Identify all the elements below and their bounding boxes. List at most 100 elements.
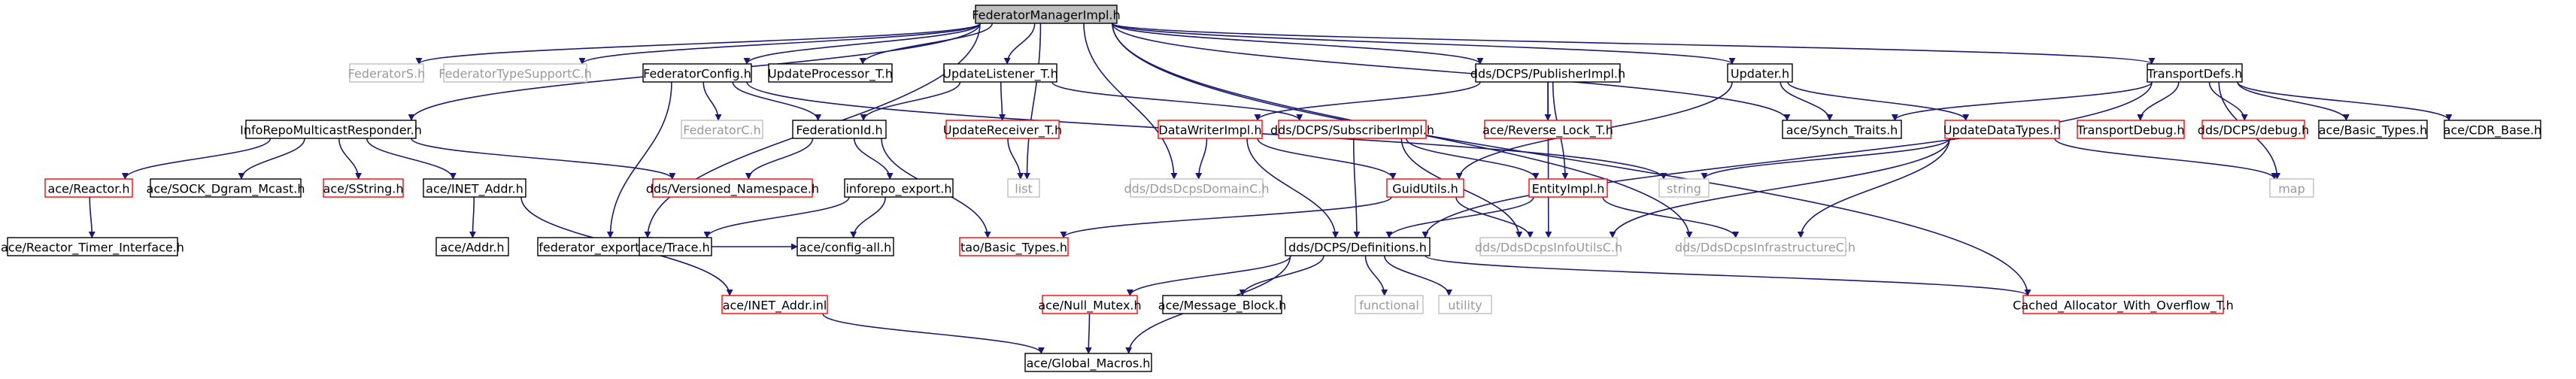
node-msgBlock[interactable]: ace/Message_Block.h — [1158, 295, 1286, 314]
node-box-updDataTypes — [1944, 120, 2060, 139]
node-label-pubImpl: dds/DCPS/PublisherImpl.h — [1470, 67, 1625, 81]
node-trace[interactable]: ace/Trace.h — [639, 237, 712, 256]
node-label-string: string — [1667, 182, 1701, 196]
node-box-fedExport — [537, 237, 653, 256]
node-globalMacros[interactable]: ace/Global_Macros.h — [1024, 353, 1152, 372]
node-box-updListener — [943, 63, 1057, 83]
node-label-updProc: UpdateProcessor_T.h — [768, 67, 893, 82]
node-inforepoMR[interactable]: InfoRepoMulticastResponder.h — [240, 120, 422, 139]
node-transportDebug[interactable]: TransportDebug.h — [2077, 120, 2185, 139]
node-guidUtils[interactable]: GuidUtils.h — [1386, 178, 1464, 198]
node-label-dcpsDebug: dds/DCPS/debug.h — [2198, 123, 2309, 138]
node-box-updReceiver — [945, 120, 1060, 139]
node-fedConfig[interactable]: FederatorConfig.h — [642, 63, 752, 83]
edge-dataWriterImpl-to-definitions — [1246, 138, 1340, 238]
node-label-fedC: FederatorC.h — [683, 123, 761, 138]
node-addr[interactable]: ace/Addr.h — [435, 237, 509, 256]
node-inetAddrInl[interactable]: ace/INET_Addr.inl — [721, 295, 828, 314]
node-pubImpl[interactable]: dds/DCPS/PublisherImpl.h — [1470, 63, 1625, 83]
edge-reactor-to-reactorTimer — [88, 196, 96, 238]
node-label-cachedAlloc: Cached_Allocator_With_Overflow_T.h — [2013, 299, 2234, 314]
node-inetAddrH[interactable]: ace/INET_Addr.h — [423, 178, 526, 198]
node-reactorTimer[interactable]: ace/Reactor_Timer_Interface.h — [1, 237, 184, 256]
edge-updDataTypes-to-string — [1701, 138, 1950, 180]
node-entityImpl[interactable]: EntityImpl.h — [1528, 178, 1608, 198]
edge-definitions-to-nullMutex — [1126, 255, 1291, 296]
node-basicTypes[interactable]: ace/Basic_Types.h — [2318, 120, 2428, 139]
node-box-nullMutex — [1042, 295, 1138, 314]
node-label-msgBlock: ace/Message_Block.h — [1158, 299, 1286, 314]
node-label-subImpl: dds/DCPS/SubscriberImpl.h — [1270, 123, 1434, 138]
node-dataWriterImpl[interactable]: DataWriterImpl.h — [1158, 120, 1263, 139]
node-label-functional: functional — [1359, 299, 1419, 313]
node-box-domainC — [1130, 178, 1264, 198]
node-label-dataWriterImpl: DataWriterImpl.h — [1158, 123, 1261, 138]
node-box-reactor — [44, 178, 133, 198]
node-updProc[interactable]: UpdateProcessor_T.h — [768, 63, 893, 83]
node-sstring[interactable]: ace/SString.h — [323, 178, 404, 198]
edge-updListener-to-subImpl — [1051, 81, 1303, 121]
node-box-infraC — [1684, 237, 1846, 256]
node-cdrBase[interactable]: ace/CDR_Base.h — [2444, 120, 2542, 139]
node-reverseLock[interactable]: ace/Reverse_Lock_T.h — [1482, 120, 1613, 139]
node-fedId[interactable]: FederationId.h — [792, 120, 887, 139]
node-updListener[interactable]: UpdateListener_T.h — [942, 63, 1058, 83]
node-label-inforepoMR: InfoRepoMulticastResponder.h — [240, 123, 422, 138]
node-label-reverseLock: ace/Reverse_Lock_T.h — [1482, 123, 1613, 138]
edge-definitions-to-msgBlock — [1239, 255, 1324, 296]
node-cachedAlloc[interactable]: Cached_Allocator_With_Overflow_T.h — [2013, 295, 2234, 314]
node-definitions[interactable]: dds/DCPS/Definitions.h — [1285, 237, 1431, 256]
node-label-updReceiver: UpdateReceiver_T.h — [943, 123, 1062, 138]
edge-updReceiver-to-list — [1007, 138, 1024, 180]
node-sockDgram[interactable]: ace/SOCK_Dgram_Mcast.h — [147, 178, 305, 198]
node-box-map — [2269, 178, 2314, 198]
node-box-root — [975, 5, 1118, 24]
node-reactor[interactable]: ace/Reactor.h — [44, 178, 133, 198]
node-updReceiver[interactable]: UpdateReceiver_T.h — [943, 120, 1062, 139]
node-dcpsDebug[interactable]: dds/DCPS/debug.h — [2198, 120, 2309, 139]
node-box-transportDefs — [2147, 63, 2243, 83]
node-updDataTypes[interactable]: UpdateDataTypes.h — [1943, 120, 2061, 139]
node-versionedNs[interactable]: dds/Versioned_Namespace.h — [646, 178, 819, 198]
node-box-taoBasicTypes — [959, 237, 1069, 256]
node-inforepoExport[interactable]: inforepo_export.h — [844, 178, 954, 198]
edge-root-to-pubImpl — [1112, 23, 1484, 65]
edge-updDataTypes-to-infoUtilsC — [1609, 138, 1950, 238]
node-subImpl[interactable]: dds/DCPS/SubscriberImpl.h — [1270, 120, 1434, 139]
node-label-transportDefs: TransportDefs.h — [2147, 67, 2242, 81]
node-label-updListener: UpdateListener_T.h — [942, 67, 1057, 82]
node-label-root: FederatorManagerImpl.h — [972, 8, 1120, 23]
edge-fedConfig-to-fedExport — [606, 81, 672, 238]
node-fedS: FederatorS.h — [348, 63, 425, 83]
node-nullMutex[interactable]: ace/Null_Mutex.h — [1038, 295, 1142, 314]
edge-updListener-to-updReceiver — [999, 81, 1006, 121]
node-transportDefs[interactable]: TransportDefs.h — [2147, 63, 2243, 83]
node-fedExport[interactable]: federator_export.h — [537, 237, 653, 256]
edge-transportDefs-to-dcpsDebug — [2208, 81, 2248, 121]
edge-entityImpl-to-definitions — [1385, 196, 1534, 238]
node-taoBasicTypes[interactable]: tao/Basic_Types.h — [959, 237, 1069, 256]
node-box-synchTraits — [1782, 120, 1902, 139]
edge-inforepoMR-to-sockDgram — [238, 138, 305, 180]
node-box-functional — [1355, 295, 1424, 314]
node-synchTraits[interactable]: ace/Synch_Traits.h — [1782, 120, 1902, 139]
edge-fedConfig-to-fedId — [732, 81, 822, 121]
node-label-fedConfig: FederatorConfig.h — [643, 67, 751, 81]
edge-definitions-to-utility — [1383, 255, 1453, 296]
node-updater[interactable]: Updater.h — [1727, 63, 1793, 83]
node-label-reactorTimer: ace/Reactor_Timer_Interface.h — [1, 241, 184, 256]
node-box-updater — [1727, 63, 1793, 83]
edge-inforepoMR-to-sstring — [338, 138, 363, 180]
edge-updListener-to-fedId — [860, 81, 961, 121]
edge-updater-to-updDataTypes — [1787, 81, 1970, 121]
edge-fedId-to-versionedNs — [745, 138, 814, 180]
edge-root-to-updProc — [859, 23, 994, 65]
node-configAll[interactable]: ace/config-all.h — [796, 237, 894, 256]
node-label-map: map — [2278, 182, 2305, 196]
node-label-reactor: ace/Reactor.h — [47, 182, 129, 196]
node-box-configAll — [796, 237, 894, 256]
node-label-updater: Updater.h — [1731, 67, 1789, 81]
node-label-synchTraits: ace/Synch_Traits.h — [1786, 123, 1898, 138]
node-label-inetAddrH: ace/INET_Addr.h — [426, 182, 523, 197]
